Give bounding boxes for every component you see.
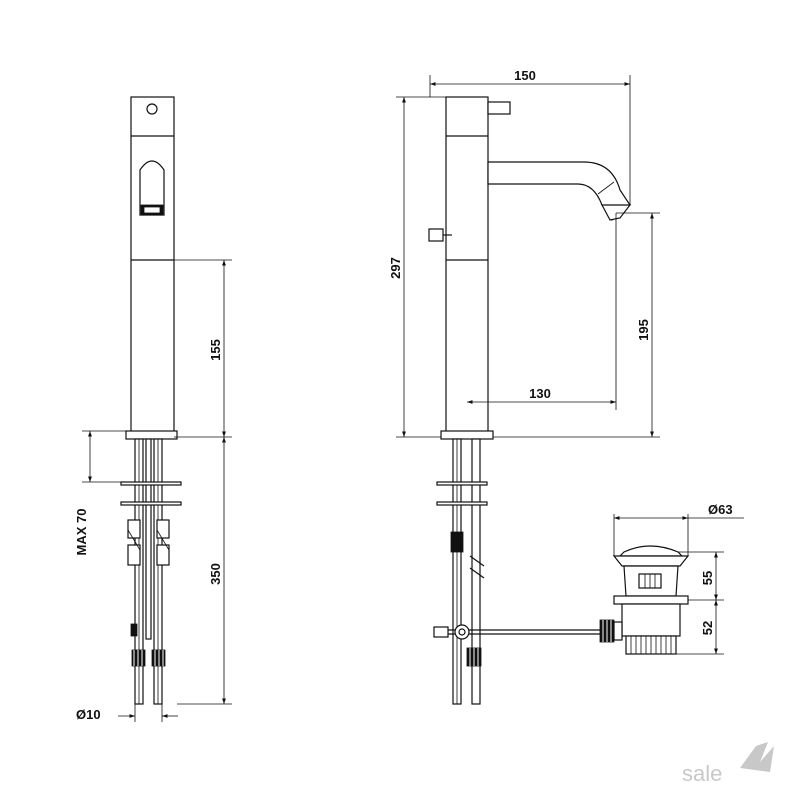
waste-cap: [618, 545, 684, 557]
side-washer-top: [436, 481, 488, 486]
front-fixing-nut: [130, 623, 138, 637]
side-knob: [428, 228, 444, 242]
waste-nut: [613, 595, 689, 605]
side-rod-clamp: [454, 624, 470, 640]
side-mixer-body: [445, 96, 489, 438]
dim-waste-diameter: Ø63: [708, 502, 733, 517]
side-washer-bottom: [436, 501, 488, 506]
front-fixing-rod: [145, 438, 152, 640]
dim-front-hose-length: 155: [208, 339, 223, 361]
dim-side-spout-reach: 130: [529, 386, 551, 401]
dim-front-total-under: 350: [208, 563, 223, 585]
side-rod: [471, 438, 481, 705]
front-mixer-body: [130, 96, 175, 438]
watermark: sale: [682, 742, 774, 786]
dim-waste-upper-height: 55: [700, 571, 715, 585]
front-spout: [139, 160, 165, 216]
watermark-logo-icon: [740, 742, 774, 772]
front-aerator-inner: [143, 206, 161, 214]
front-lever-pin: [146, 103, 158, 115]
dim-waste-lower-height: 52: [700, 621, 715, 635]
front-washer-bottom: [120, 501, 182, 506]
waste-lower-body: [621, 603, 681, 637]
dim-side-spout-height: 195: [636, 319, 651, 341]
watermark-text: sale: [682, 761, 722, 786]
waste-flange: [612, 555, 690, 567]
side-lever: [487, 101, 511, 115]
side-nut: [450, 531, 464, 553]
side-base-flange: [440, 430, 494, 440]
side-view: 150 297 195 130: [388, 68, 660, 705]
front-base-flange: [125, 430, 178, 440]
waste-view: Ø63 55 52: [599, 502, 744, 655]
dim-side-width: 150: [514, 68, 536, 83]
front-view: 155 350 MAX 70 Ø10: [74, 96, 232, 722]
front-washer-top: [120, 481, 182, 486]
dim-front-max-thickness: MAX 70: [74, 509, 89, 556]
dim-front-hose-diameter: Ø10: [76, 707, 101, 722]
dim-side-height: 297: [388, 257, 403, 279]
